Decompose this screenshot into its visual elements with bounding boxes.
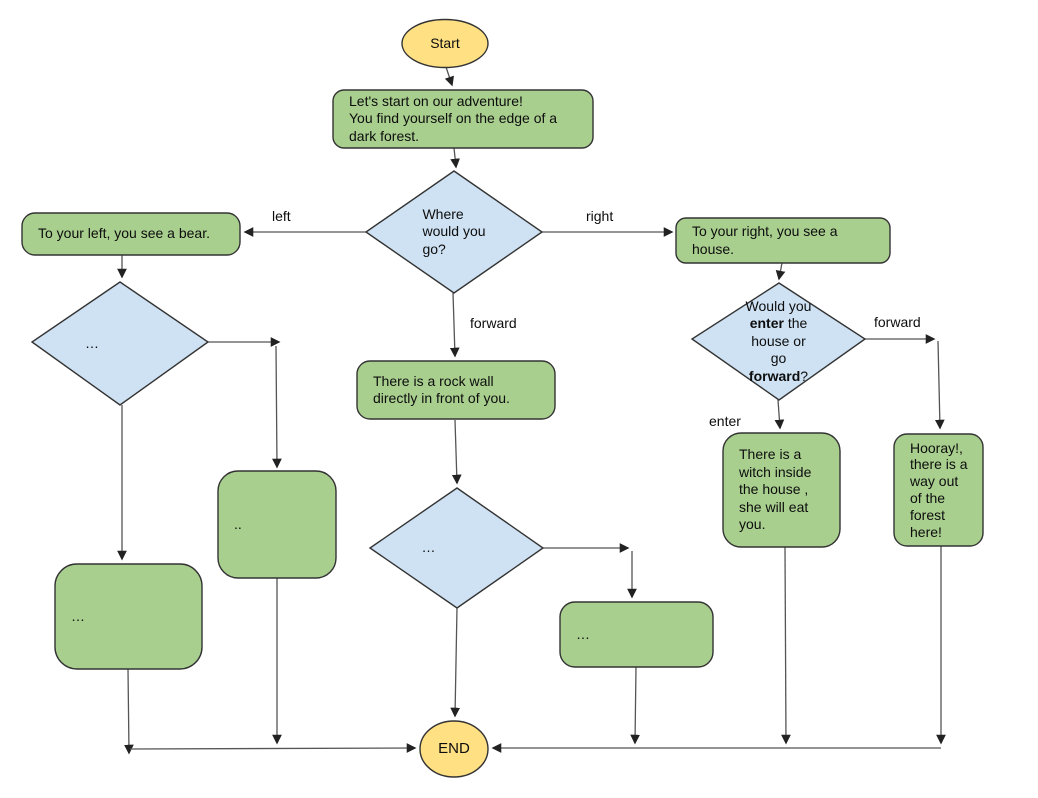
- edge-intro-to-where: [450, 147, 460, 169]
- rock-box-shape: [356, 360, 556, 420]
- edge-where-to-rock: [449, 292, 460, 358]
- witch-box-shape: [722, 432, 841, 548]
- edge-label-left: left: [272, 208, 291, 224]
- enter-decision-text-part2: the house or go: [751, 315, 808, 367]
- enter-decision-bold-forward: forward: [748, 367, 801, 384]
- enter-decision-text-part1: Would you: [745, 297, 812, 314]
- edge-rock-to-mid-decision: [451, 419, 462, 485]
- rock-box-text: There is a rock wall directly in front o…: [373, 372, 510, 407]
- edge-label-forward-mid: forward: [470, 315, 517, 331]
- witch-box-text: There is a witch inside the house , she …: [739, 446, 812, 533]
- dots-three-box-shape: [54, 563, 203, 670]
- end-label: END: [438, 739, 470, 757]
- edge-bottom-left-to-end: [129, 743, 417, 753]
- hooray-box-shape: [893, 433, 984, 547]
- edge-enter-decision-to-witch: [774, 399, 785, 430]
- house-box-text: To your right, you see a house.: [692, 223, 838, 257]
- edge-corner-to-hooray: [934, 340, 945, 430]
- end-terminal-shape: [419, 720, 489, 778]
- edge-label-enter: enter: [709, 413, 741, 429]
- mid-decision-shape: [368, 487, 545, 609]
- where-decision-text: Where would you go?: [422, 205, 486, 257]
- enter-decision-bold-enter: enter: [749, 315, 784, 332]
- house-box-shape: [675, 217, 891, 264]
- start-label: Start: [430, 34, 460, 51]
- mid-decision-text: …: [421, 539, 436, 556]
- left-decision-shape: [30, 281, 210, 406]
- dots-three-box-text: …: [71, 607, 85, 624]
- edge-witch-to-bottom: [781, 546, 791, 745]
- edge-corner-to-dots-two: [272, 345, 282, 469]
- edge-mid-dots-to-bottom: [630, 666, 640, 745]
- start-terminal-shape: [401, 18, 489, 69]
- dots-two-box-text: ..: [234, 515, 242, 532]
- where-decision-shape: [364, 170, 544, 294]
- enter-decision-shape: [690, 282, 867, 401]
- edge-label-forward-right: forward: [874, 314, 921, 330]
- hooray-box-text: Hooray!, there is a way out of the fores…: [910, 439, 968, 540]
- edge-label-right: right: [586, 208, 614, 224]
- intro-box-text: Let's start on our adventure! You find y…: [349, 92, 558, 144]
- mid-dots-box-shape: [559, 601, 714, 668]
- edge-start-to-intro: [444, 66, 455, 87]
- enter-decision-text-part3: ?: [800, 367, 809, 384]
- bear-box-shape: [21, 212, 241, 256]
- bear-box-text: To your left, you see a bear.: [38, 225, 210, 242]
- intro-box-shape: [332, 89, 594, 149]
- edge-dots-three-to-bottom: [124, 668, 134, 755]
- left-decision-text: …: [85, 334, 99, 351]
- edge-mid-decision-to-end: [450, 607, 461, 718]
- enter-decision-text: Would you enter the house or go forward?: [692, 283, 865, 400]
- dots-two-box-shape: [217, 470, 337, 579]
- edge-house-to-enter-decision: [775, 262, 786, 281]
- mid-dots-box-text: …: [576, 625, 590, 642]
